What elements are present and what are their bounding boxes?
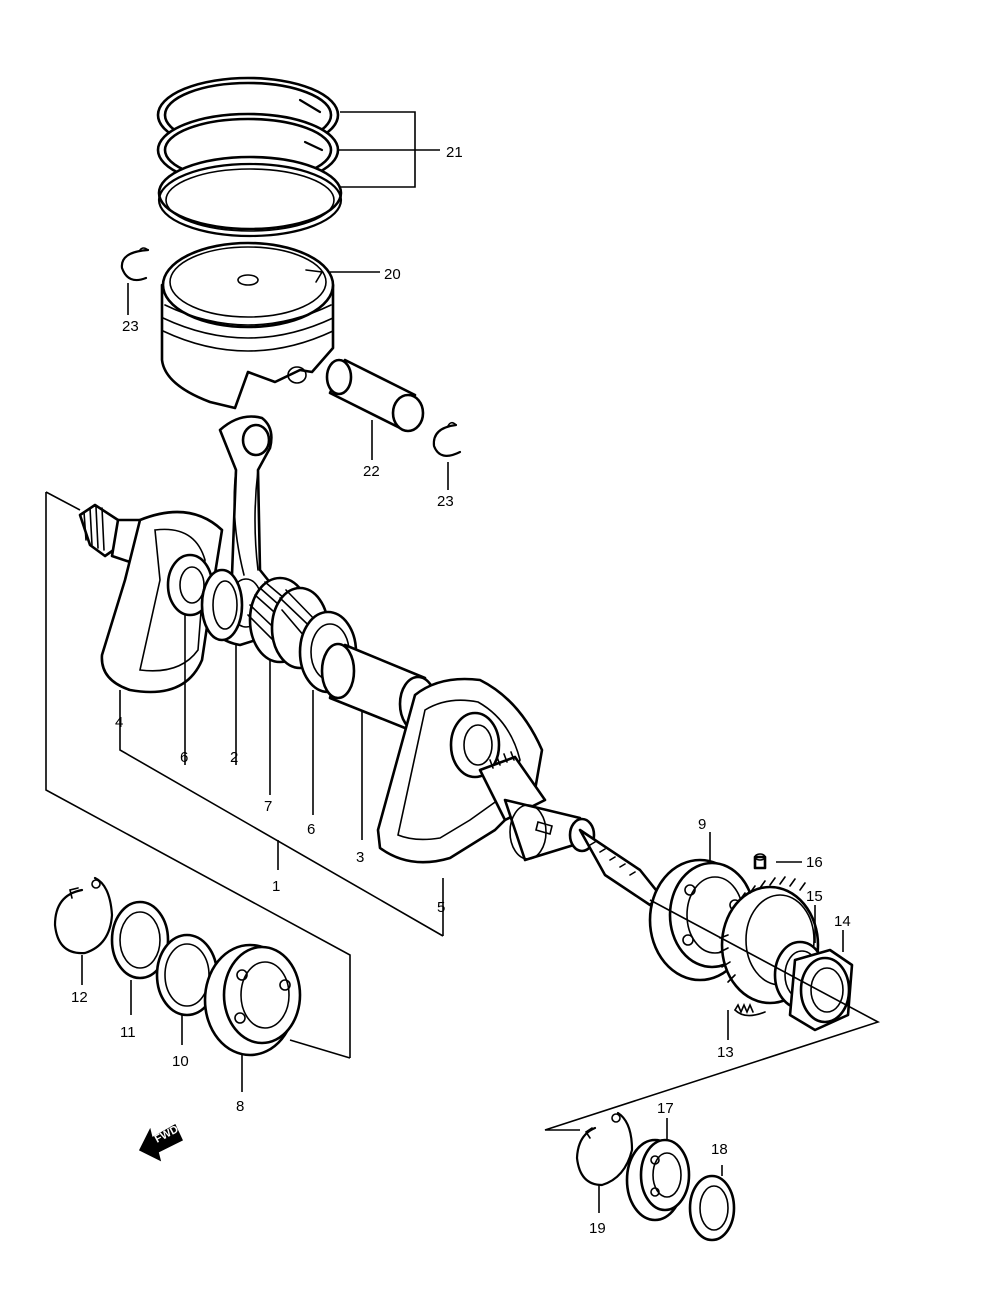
callout-21: 21	[446, 144, 463, 161]
callout-8: 8	[236, 1098, 244, 1115]
callout-numbers: 21 20 23 22 23 4 6 2 7 6 3 1 5 9 16 15 1…	[71, 144, 851, 1237]
callout-1: 1	[272, 878, 280, 895]
callout-14: 14	[834, 913, 851, 930]
assembly-bracket-lines	[45, 491, 881, 1131]
callout-3: 3	[356, 849, 364, 866]
crank-half-right[interactable]	[376, 677, 662, 907]
callout-22: 22	[363, 463, 380, 480]
callout-23-right: 23	[437, 493, 454, 510]
bearing-circlip-right[interactable]	[575, 1111, 634, 1187]
callout-17: 17	[657, 1100, 674, 1117]
crankshaft-bearing-left[interactable]	[203, 943, 302, 1057]
leader-lines	[81, 111, 844, 1213]
callout-6-right: 6	[307, 821, 315, 838]
callout-9: 9	[698, 816, 706, 833]
piston-pin-circlip-right[interactable]	[432, 421, 462, 457]
crank-half-left[interactable]	[78, 503, 224, 694]
callout-16: 16	[806, 854, 823, 871]
thrust-washer-left[interactable]	[200, 568, 244, 642]
piston[interactable]	[160, 241, 335, 410]
output-shaft-seal[interactable]	[688, 1174, 736, 1242]
oil-seal-circlip-left[interactable]	[53, 876, 114, 955]
callout-11: 11	[120, 1024, 136, 1041]
callout-6-left: 6	[180, 749, 188, 766]
callout-20: 20	[384, 266, 401, 283]
piston-pin-circlip-left[interactable]	[120, 247, 150, 282]
dowel-pin[interactable]	[753, 853, 767, 870]
forward-direction-arrow: FWD	[138, 1123, 183, 1162]
callout-15: 15	[806, 888, 823, 905]
callout-19: 19	[589, 1220, 606, 1237]
oil-seal-left[interactable]	[110, 900, 170, 980]
callout-4: 4	[115, 714, 123, 731]
callout-5: 5	[437, 899, 445, 916]
output-shaft-bearing[interactable]	[625, 1138, 691, 1222]
callout-12: 12	[71, 989, 88, 1006]
piston-ring-set[interactable]	[156, 76, 343, 238]
piston-ring-oil[interactable]	[157, 155, 343, 238]
callout-7: 7	[264, 798, 272, 815]
callout-13: 13	[717, 1044, 734, 1061]
callout-18: 18	[711, 1141, 728, 1158]
callout-2: 2	[230, 749, 238, 766]
callout-10: 10	[172, 1053, 189, 1070]
callout-23-left: 23	[122, 318, 139, 335]
crankshaft-nut[interactable]	[788, 948, 854, 1032]
piston-pin[interactable]	[325, 358, 425, 433]
